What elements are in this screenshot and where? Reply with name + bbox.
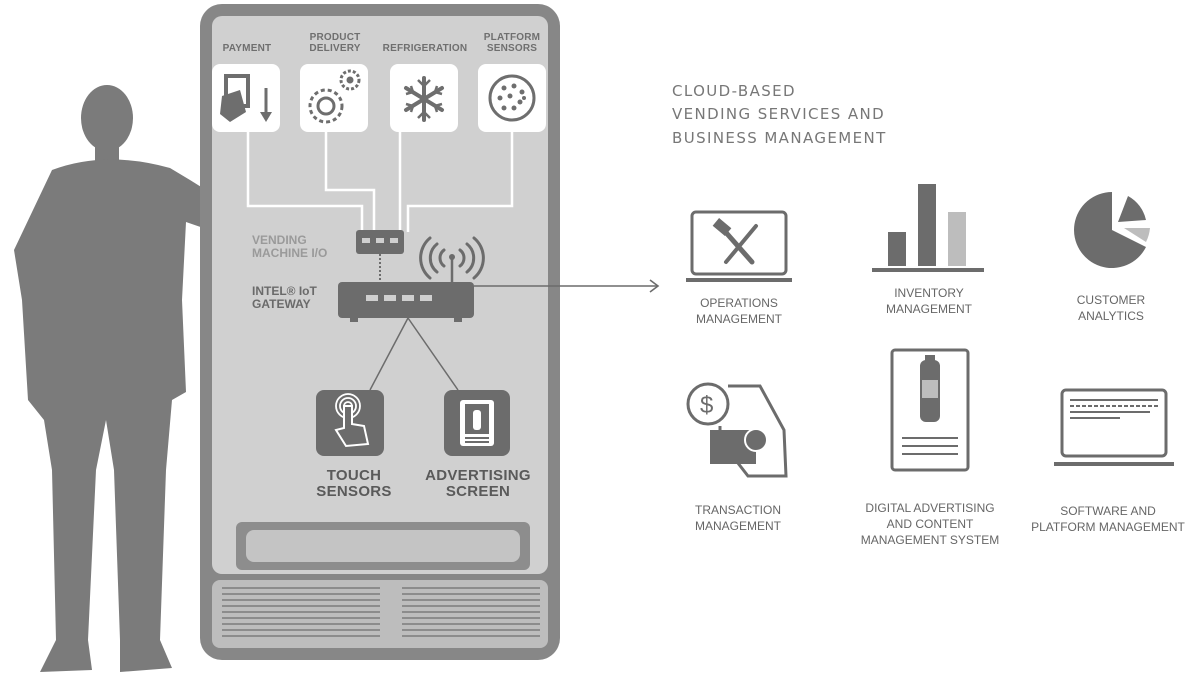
payment-icon-tile	[212, 64, 280, 132]
laptop-icon	[1054, 388, 1174, 466]
pie-chart-icon	[1074, 192, 1150, 268]
advertising-screen-label: ADVERTISING SCREEN	[425, 467, 531, 500]
tools-laptop-icon	[686, 210, 792, 282]
payment-hand-icon: $	[686, 382, 788, 478]
touch-sensors-label: TOUCH SENSORS	[316, 467, 392, 500]
refrigeration-label: REFRIGERATION	[382, 43, 468, 54]
sensor-connectors	[246, 130, 514, 232]
vent-grille	[222, 587, 540, 637]
service-label-software-platform: SOFTWARE AND PLATFORM MANAGEMENT	[1031, 504, 1185, 535]
refrigeration-icon-tile	[390, 64, 458, 132]
digital-sign-icon	[890, 348, 970, 472]
person-silhouette	[14, 85, 246, 672]
product-delivery-icon-tile	[300, 64, 368, 132]
cloud-heading: CLOUD-BASED VENDING SERVICES AND BUSINES…	[672, 82, 887, 147]
vending-io-label: VENDING MACHINE I/O	[252, 233, 328, 260]
iot-gateway-label: INTEL® IoT GATEWAY	[252, 284, 317, 311]
payment-label: PAYMENT	[222, 43, 272, 54]
platform-sensors-label: PLATFORM SENSORS	[483, 32, 541, 54]
gateway-device-connectors	[369, 317, 459, 391]
service-label-customer-analytics: CUSTOMER ANALYTICS	[1076, 293, 1146, 324]
vending-io-block	[356, 230, 404, 282]
service-label-inventory: INVENTORY MANAGEMENT	[885, 286, 972, 317]
wifi-icon	[419, 236, 485, 280]
advertising-screen-icon-tile	[444, 390, 510, 456]
product-delivery-label: PRODUCT DELIVERY	[309, 32, 361, 54]
service-label-operations: OPERATIONS MANAGEMENT	[695, 296, 782, 327]
service-label-transaction: TRANSACTION MANAGEMENT	[694, 503, 781, 534]
platform-sensors-icon-tile	[478, 64, 546, 132]
iot-gateway-device	[338, 254, 474, 322]
cloud-arrow	[474, 279, 660, 293]
service-label-digital-advertising: DIGITAL ADVERTISING AND CONTENT MANAGEME…	[860, 501, 1000, 548]
bar-chart-icon	[872, 184, 984, 272]
svg-text:$: $	[700, 392, 713, 419]
touch-sensor-icon-tile	[316, 390, 384, 456]
